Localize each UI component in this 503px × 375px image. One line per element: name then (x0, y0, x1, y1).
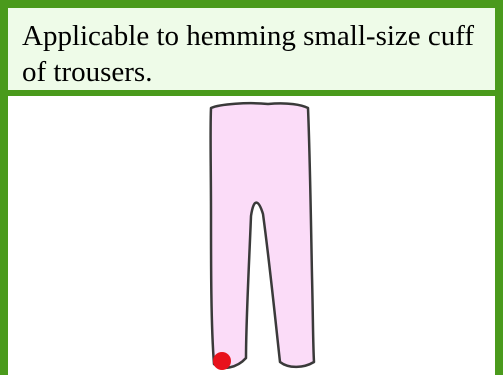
caption-box: Applicable to hemming small-size cuff of… (8, 8, 495, 96)
caption-text: Applicable to hemming small-size cuff of… (22, 20, 475, 88)
trousers-illustration (8, 96, 495, 375)
red-dot-marker-icon (213, 352, 231, 370)
trousers-shape (209, 101, 316, 370)
trousers-icon (209, 101, 316, 370)
